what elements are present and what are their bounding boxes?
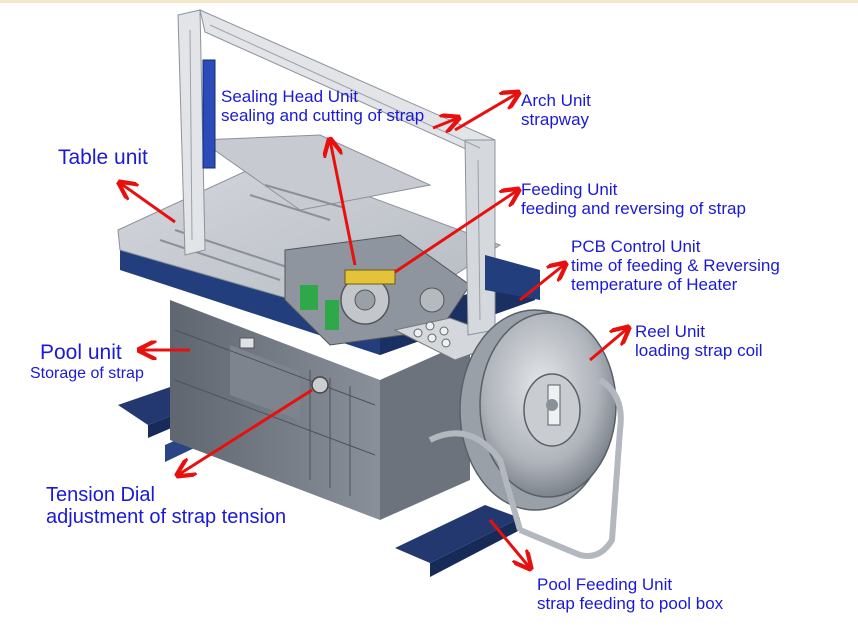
label-pcb: PCB Control Unit time of feeding & Rever… (571, 237, 780, 294)
label-sealing-head-desc: sealing and cutting of strap (221, 106, 425, 126)
label-arch-title: Arch Unit (521, 91, 591, 110)
label-pool-feeding: Pool Feeding Unit strap feeding to pool … (537, 575, 723, 613)
label-sealing-head-title: Sealing Head Unit (221, 87, 359, 106)
arrow-feeding (394, 190, 518, 274)
label-feeding-title: Feeding Unit (521, 180, 618, 199)
label-tension-title: Tension Dial (46, 484, 155, 506)
label-tension-desc: adjustment of strap tension (46, 506, 287, 529)
label-table: Table unit (58, 146, 148, 170)
pcb-box (485, 255, 540, 300)
label-reel-desc: loading strap coil (635, 341, 763, 361)
arrow-arch (454, 93, 518, 132)
arrow-sealing-head (330, 140, 357, 266)
arrow-reel (589, 328, 628, 362)
label-tension: Tension Dial adjustment of strap tension (46, 484, 286, 529)
arrow-pcb (519, 264, 565, 302)
label-arch-desc: strapway (521, 110, 590, 130)
top-border (0, 0, 858, 3)
label-feeding: Feeding Unit feeding and reversing of st… (521, 180, 746, 218)
label-pcb-title: PCB Control Unit (571, 237, 701, 256)
label-feeding-desc: feeding and reversing of strap (521, 199, 746, 219)
arrow-table (120, 183, 176, 224)
label-sealing-head: Sealing Head Unit sealing and cutting of… (221, 87, 424, 125)
label-arch: Arch Unit strapway (521, 91, 591, 129)
label-pool-title: Pool unit (40, 341, 122, 364)
arrow-sealing-head-text (432, 118, 458, 128)
label-pcb-line3: temperature of Heater (571, 275, 738, 295)
label-pool-feeding-title: Pool Feeding Unit (537, 575, 673, 594)
label-pcb-line2: time of feeding & Reversing (571, 256, 780, 276)
label-table-title: Table unit (58, 146, 148, 169)
cabinet-body (170, 300, 470, 520)
label-pool-desc: Storage of strap (30, 364, 144, 382)
label-reel: Reel Unit loading strap coil (635, 322, 763, 360)
arrow-pool-feeding (488, 519, 530, 568)
arch-frame (177, 9, 496, 336)
pointer-arrows (120, 93, 628, 568)
label-reel-title: Reel Unit (635, 322, 705, 341)
arrow-tension (178, 388, 313, 475)
sealing-head-area (284, 234, 471, 346)
label-pool-feeding-desc: strap feeding to pool box (537, 594, 724, 614)
label-pool: Pool unit Storage of strap (30, 341, 144, 382)
reel (428, 309, 624, 559)
